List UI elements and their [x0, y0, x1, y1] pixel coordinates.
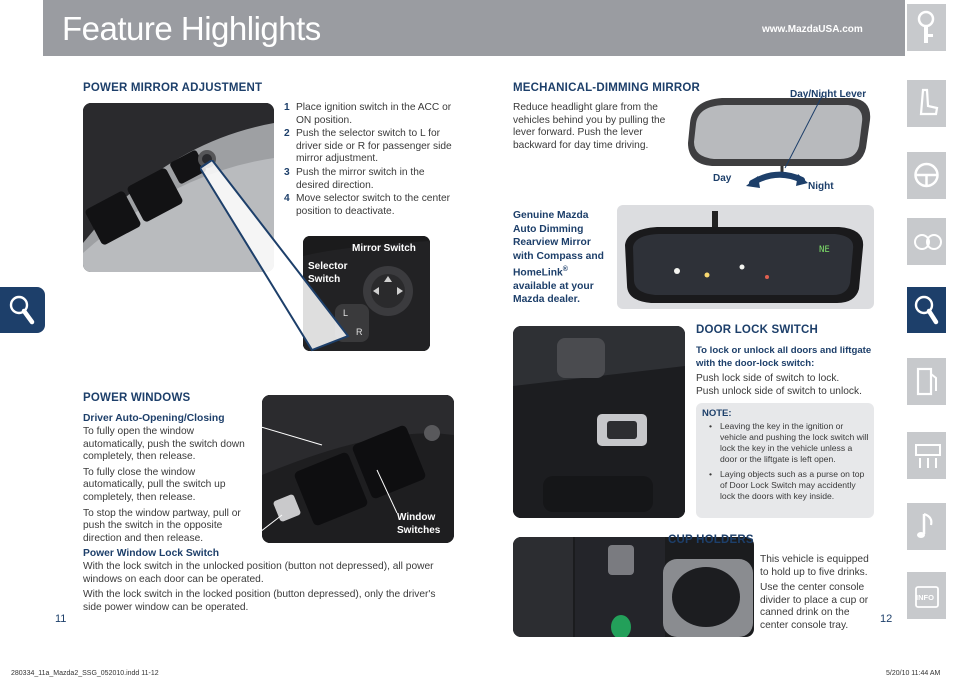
music-note-icon	[917, 512, 933, 538]
window-paragraph: To stop the window partway, pull or push…	[83, 507, 241, 544]
key-icon	[917, 10, 935, 43]
door-lock-subheading: To lock or unlock all doors and liftgate…	[696, 345, 872, 369]
lock-switch-text: With the lock switch in the unlocked pos…	[83, 561, 455, 614]
page-number-left: 11	[55, 613, 67, 625]
gauges-icon	[914, 234, 942, 250]
door-lock-heading: DOOR LOCK SWITCH	[696, 324, 819, 336]
auto-dimming-mirror-photo: NE	[617, 205, 874, 309]
cup-holders-photo	[513, 537, 754, 637]
note-list: Leaving the key in the ignition or vehic…	[709, 421, 871, 506]
lock-switch-subheading: Power Window Lock Switch	[83, 548, 220, 559]
lock-paragraph: With the lock switch in the unlocked pos…	[83, 561, 434, 585]
day-label: Day	[713, 173, 732, 184]
tab-audio[interactable]	[907, 503, 946, 550]
search-icon	[914, 295, 939, 325]
page-title: Feature Highlights	[62, 10, 321, 47]
cup-holders-text: This vehicle is equipped to hold up to f…	[760, 554, 878, 633]
search-icon	[9, 295, 35, 325]
note-title: NOTE:	[702, 408, 732, 419]
dimming-mirror-text: Reduce headlight glare from the vehicles…	[513, 102, 666, 151]
seat-icon	[919, 88, 939, 116]
power-mirror-heading: POWER MIRROR ADJUSTMENT	[83, 82, 263, 94]
auto-opening-subheading: Driver Auto-Opening/Closing	[83, 413, 225, 424]
window-callout-lines	[233, 418, 398, 553]
compass-readout: NE	[819, 245, 830, 255]
left-search-tab[interactable]	[0, 287, 45, 333]
cup-paragraph: Use the center console divider to place …	[760, 582, 869, 631]
page-number-right: 12	[880, 613, 893, 625]
info-label: INFO	[916, 593, 934, 602]
tab-search-active[interactable]	[907, 287, 946, 333]
switch-letter-r: R	[356, 327, 363, 337]
website-url[interactable]: www.MazdaUSA.com	[762, 24, 863, 35]
zoom-wedge	[200, 160, 350, 352]
info-icon	[915, 586, 939, 608]
tab-key[interactable]	[907, 4, 946, 51]
header-band	[43, 0, 905, 56]
auto-dimming-promo: Genuine Mazda Auto Dimming Rearview Mirr…	[513, 210, 604, 306]
mirror-switch-callout: Mirror Switch	[352, 243, 416, 254]
tab-seat[interactable]	[907, 80, 946, 127]
mirror-switch-closeup	[303, 236, 430, 351]
window-paragraph: To fully open the window automatically, …	[83, 426, 245, 463]
selector-switch-callout: Selector Switch	[308, 261, 348, 285]
lock-paragraph: With the lock switch in the locked posit…	[83, 589, 436, 613]
footer-date: 5/20/10 11:44 AM	[886, 670, 941, 677]
door-lock-note: NOTE: Leaving the key in the ignition or…	[696, 403, 874, 518]
climate-icon	[915, 444, 941, 468]
fuel-pump-icon	[916, 367, 937, 396]
tab-info[interactable]: INFO	[907, 572, 946, 619]
note-item: Leaving the key in the ignition or vehic…	[709, 421, 871, 465]
window-switches-photo	[262, 395, 454, 543]
dimming-mirror-heading: MECHANICAL-DIMMING MIRROR	[513, 82, 701, 94]
windows-instructions: To fully open the window automatically, …	[83, 426, 253, 545]
tab-climate[interactable]	[907, 432, 946, 479]
power-windows-heading: POWER WINDOWS	[83, 392, 191, 404]
rearview-mirror-illustration	[688, 95, 871, 188]
window-paragraph: To fully close the window automatically,…	[83, 466, 226, 503]
tab-fuel[interactable]	[907, 358, 946, 405]
door-lock-photo	[513, 326, 685, 518]
tab-steering[interactable]	[907, 152, 946, 199]
door-lock-instructions: Push lock side of switch to lock. Push u…	[696, 373, 876, 398]
mirror-switch-photo	[83, 103, 274, 272]
door-lock-line: Push lock side of switch to lock.	[696, 373, 840, 384]
window-switches-callout: Window Switches	[397, 512, 441, 536]
night-label: Night	[808, 181, 834, 192]
switch-letter-l: L	[343, 308, 349, 318]
cup-paragraph: This vehicle is equipped to hold up to f…	[760, 554, 869, 578]
footer-file: 280334_11a_Mazda2_SSG_052010.indd 11-12	[11, 670, 159, 677]
steering-wheel-icon	[914, 162, 939, 188]
day-night-lever-label: Day/Night Lever	[790, 89, 867, 100]
cup-holders-heading: CUP HOLDERS	[668, 534, 754, 546]
note-item: Laying objects such as a purse on top of…	[709, 469, 871, 502]
door-lock-line: Push unlock side of switch to unlock.	[696, 385, 862, 397]
tab-gauges[interactable]	[907, 218, 946, 265]
